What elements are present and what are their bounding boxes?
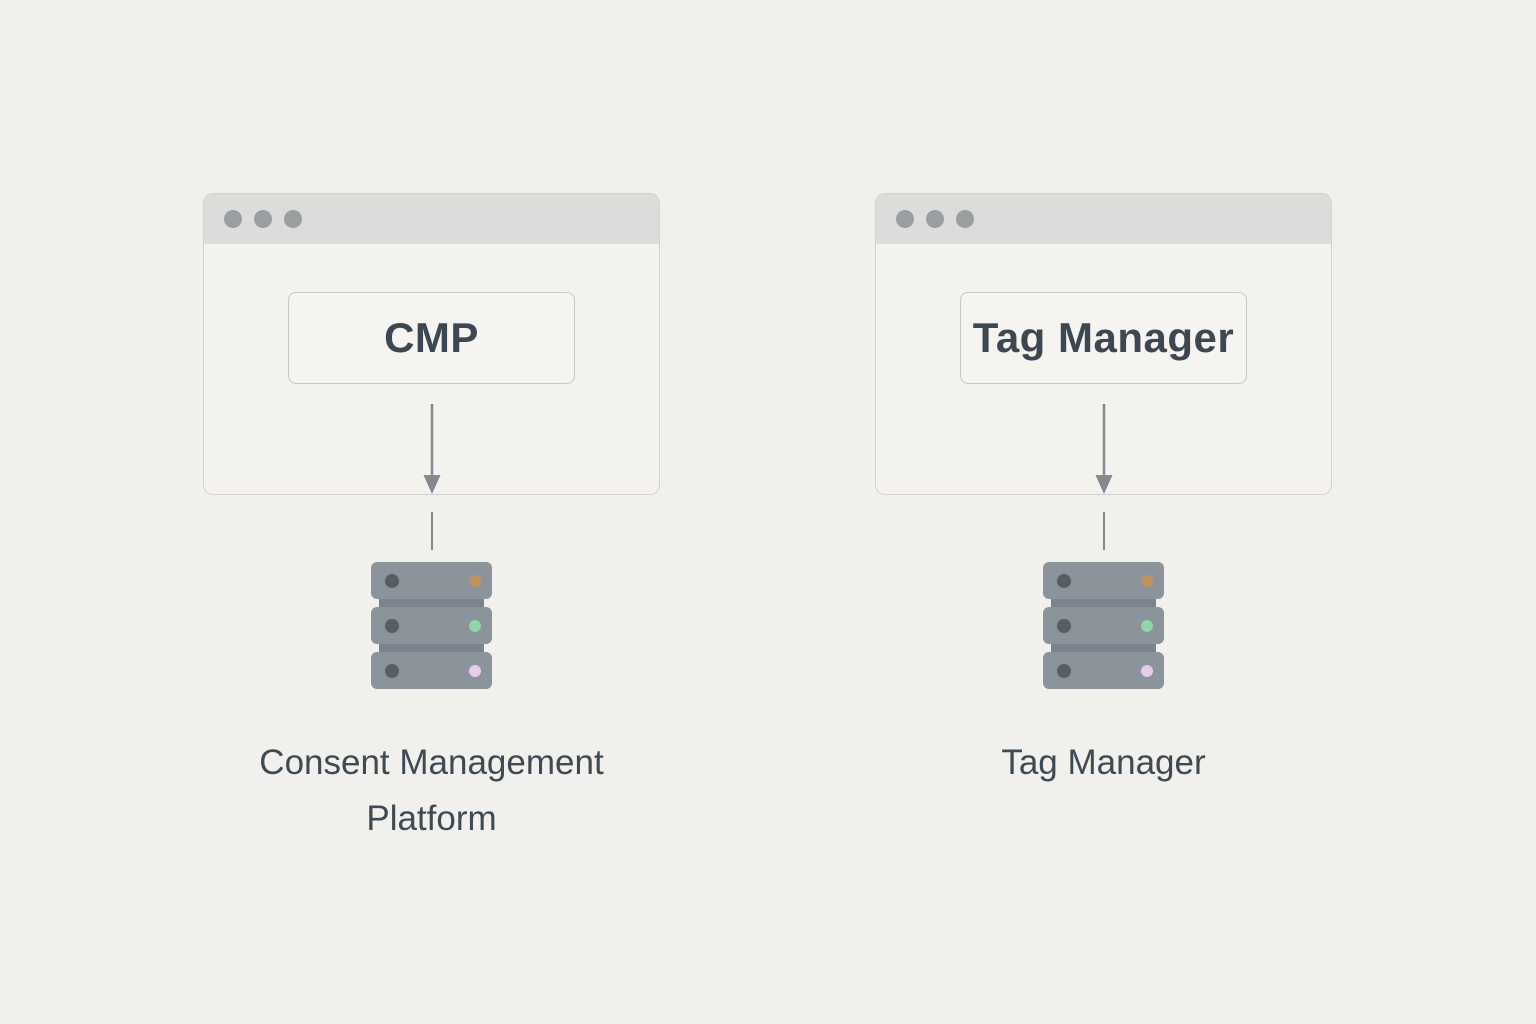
server-row bbox=[1043, 652, 1164, 689]
tag-manager-server-stack-icon bbox=[1043, 562, 1164, 689]
server-drive-dot bbox=[1057, 663, 1071, 678]
server-led-dot bbox=[469, 619, 481, 632]
server-drive-dot bbox=[385, 573, 399, 588]
tag-manager-connector-line bbox=[1102, 512, 1105, 550]
window-control-dot bbox=[896, 210, 914, 228]
tag-manager-browser-window: Tag Manager bbox=[875, 193, 1332, 495]
cmp-window-titlebar bbox=[204, 194, 659, 244]
server-led-dot bbox=[1141, 619, 1153, 632]
window-control-dot bbox=[224, 210, 242, 228]
window-control-dot bbox=[956, 210, 974, 228]
cmp-connector-line bbox=[430, 512, 433, 550]
tag-manager-label-box: Tag Manager bbox=[960, 292, 1247, 384]
cmp-label-box: CMP bbox=[288, 292, 575, 384]
window-control-dot bbox=[926, 210, 944, 228]
tag-manager-window-titlebar bbox=[876, 194, 1331, 244]
window-control-dot bbox=[284, 210, 302, 228]
server-drive-dot bbox=[1057, 618, 1071, 633]
window-control-dot bbox=[254, 210, 272, 228]
server-led-dot bbox=[1141, 664, 1153, 677]
tag-manager-caption: Tag Manager bbox=[1001, 743, 1206, 782]
server-row bbox=[1043, 562, 1164, 599]
tag-manager-column: Tag Manager Tag Manager bbox=[875, 193, 1332, 791]
arrow-down-icon bbox=[423, 404, 440, 494]
tag-manager-label: Tag Manager bbox=[972, 314, 1235, 361]
server-row bbox=[371, 607, 492, 644]
server-drive-dot bbox=[1057, 573, 1071, 588]
server-drive-dot bbox=[385, 618, 399, 633]
server-led-dot bbox=[469, 574, 481, 587]
arrow-down-icon bbox=[1095, 404, 1112, 494]
server-row bbox=[371, 562, 492, 599]
cmp-caption: Consent Management Platform bbox=[259, 743, 604, 838]
server-row bbox=[1043, 607, 1164, 644]
cmp-server-stack-icon bbox=[371, 562, 492, 689]
server-led-dot bbox=[469, 664, 481, 677]
server-drive-dot bbox=[385, 663, 399, 678]
cmp-browser-window: CMP bbox=[203, 193, 660, 495]
server-row bbox=[371, 652, 492, 689]
cmp-label: CMP bbox=[384, 314, 479, 361]
tag-manager-window-content: Tag Manager bbox=[876, 244, 1331, 494]
server-led-dot bbox=[1141, 574, 1153, 587]
cmp-column: CMP Consent Management Platform bbox=[203, 193, 660, 847]
cmp-window-content: CMP bbox=[204, 244, 659, 494]
